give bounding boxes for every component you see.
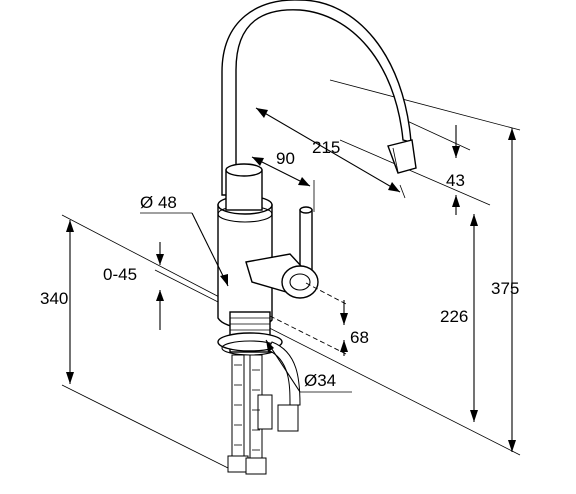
label-68: 68 [350, 328, 369, 347]
reference-lines [61, 79, 521, 471]
dimension-spout-reach: 215 [255, 107, 406, 199]
lever-handle [245, 206, 319, 299]
faucet-body [217, 163, 273, 329]
label-0-45: 0-45 [103, 265, 137, 284]
label-215: 215 [312, 138, 340, 157]
supply-hoses [227, 341, 301, 475]
label-90: 90 [276, 149, 295, 168]
dimension-hole-diameter: Ø34 [265, 339, 352, 393]
label-diameter-48: Ø 48 [140, 193, 177, 212]
dimension-outlet-to-deck: 226 [440, 214, 478, 422]
dimension-lever-offset: 90 [251, 149, 315, 212]
dimension-outlet-height: 43 [446, 125, 465, 215]
label-226: 226 [440, 307, 468, 326]
label-375: 375 [491, 279, 519, 298]
dimension-shank-length: 68 [340, 300, 369, 356]
label-340: 340 [40, 289, 68, 308]
label-diameter-34: Ø34 [304, 371, 336, 390]
dimension-total-height: 375 [491, 128, 519, 452]
dimension-deck-thickness: 0-45 [103, 242, 164, 330]
dimension-deck-height: 340 [40, 220, 74, 384]
dimension-body-diameter: Ø 48 [140, 193, 229, 287]
dashed-lines [269, 282, 349, 356]
faucet-spout [221, 0, 417, 196]
label-43: 43 [446, 171, 465, 190]
